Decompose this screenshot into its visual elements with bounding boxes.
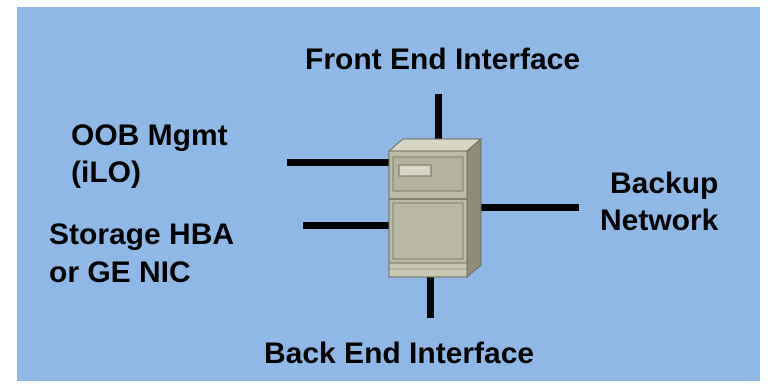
oob-ilo-label: (iLO) xyxy=(71,156,141,189)
diagram-canvas: Front End Interface OOB Mgmt (iLO) Stora… xyxy=(17,7,760,381)
front-end-connection-line xyxy=(435,94,442,139)
ge-nic-label: or GE NIC xyxy=(49,256,191,289)
server-tower-icon xyxy=(387,137,483,279)
storage-hba-label: Storage HBA xyxy=(49,218,235,251)
backup-connection-line xyxy=(479,204,579,211)
oob-mgmt-label: OOB Mgmt xyxy=(71,119,228,152)
back-end-connection-line xyxy=(427,272,434,318)
front-end-interface-label: Front End Interface xyxy=(305,43,581,76)
oob-connection-line xyxy=(287,159,389,166)
network-label: Network xyxy=(600,204,719,237)
storage-connection-line xyxy=(303,222,389,229)
backup-label: Backup xyxy=(610,167,719,200)
back-end-interface-label: Back End Interface xyxy=(264,337,535,370)
